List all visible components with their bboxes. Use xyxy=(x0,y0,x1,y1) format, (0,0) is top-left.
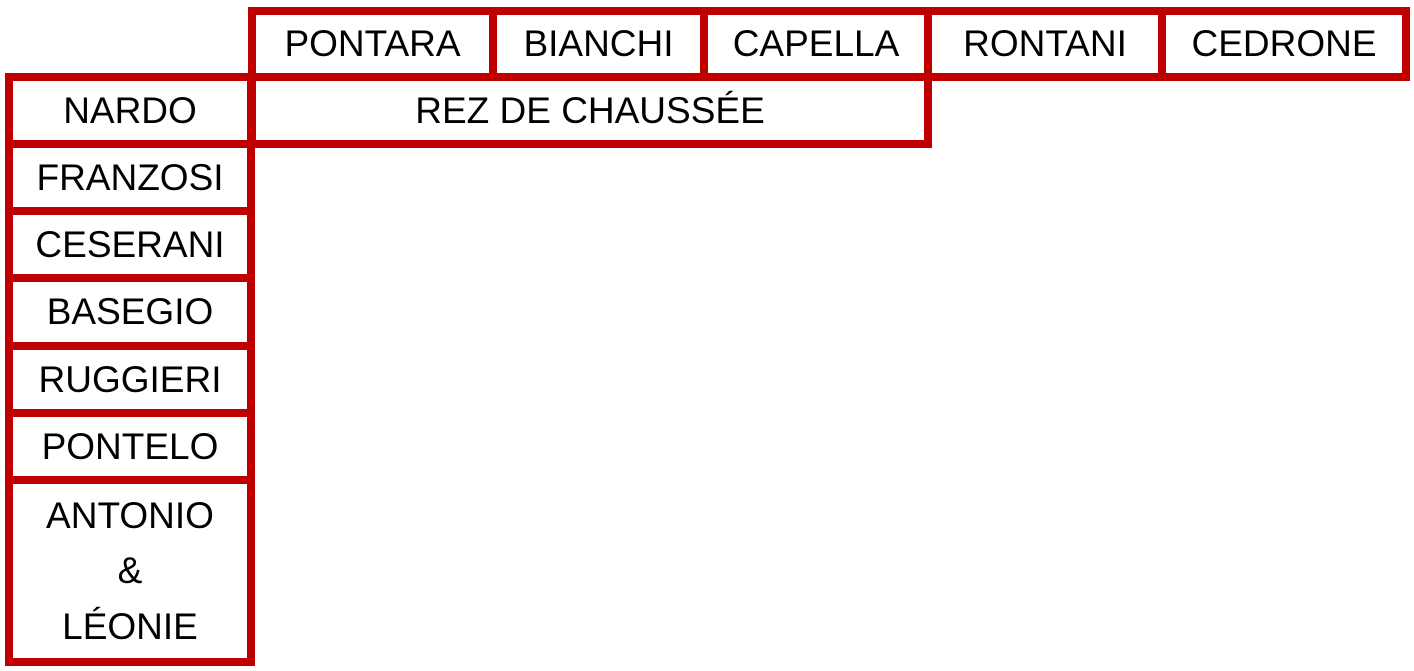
row-header-ceserani: CESERANI xyxy=(5,207,255,282)
row-label: CESERANI xyxy=(35,223,225,265)
row-label-line: ANTONIO xyxy=(46,494,214,536)
row-header-franzosi: FRANZOSI xyxy=(5,140,255,215)
column-label: CAPELLA xyxy=(732,23,900,65)
column-header-capella: CAPELLA xyxy=(700,7,932,81)
row-header-nardo: NARDO xyxy=(5,73,255,148)
row-label: BASEGIO xyxy=(46,291,214,333)
row-label: FRANZOSI xyxy=(36,156,224,198)
row-header-basegio: BASEGIO xyxy=(5,274,255,350)
floor-label: REZ DE CHAUSSÉE xyxy=(415,89,765,131)
row-label-line: LÉONIE xyxy=(62,605,198,647)
row-header-pontelo: PONTELO xyxy=(5,409,255,484)
column-header-pontara: PONTARA xyxy=(248,7,497,81)
row-label-line: & xyxy=(117,550,143,592)
row-header-ruggieri: RUGGIERI xyxy=(5,342,255,417)
row-label: RUGGIERI xyxy=(38,358,222,400)
column-header-cedrone: CEDRONE xyxy=(1158,7,1410,81)
column-label: RONTANI xyxy=(963,23,1127,65)
row-label: NARDO xyxy=(63,89,197,131)
column-label: CEDRONE xyxy=(1191,23,1377,65)
row-label: PONTELO xyxy=(41,425,219,467)
column-label: BIANCHI xyxy=(523,23,674,65)
column-header-bianchi: BIANCHI xyxy=(489,7,708,81)
column-label: PONTARA xyxy=(284,23,461,65)
column-header-rontani: RONTANI xyxy=(924,7,1166,81)
row-header-antonio-leonie: ANTONIO & LÉONIE xyxy=(5,476,255,666)
floor-label-box: REZ DE CHAUSSÉE xyxy=(248,73,932,148)
